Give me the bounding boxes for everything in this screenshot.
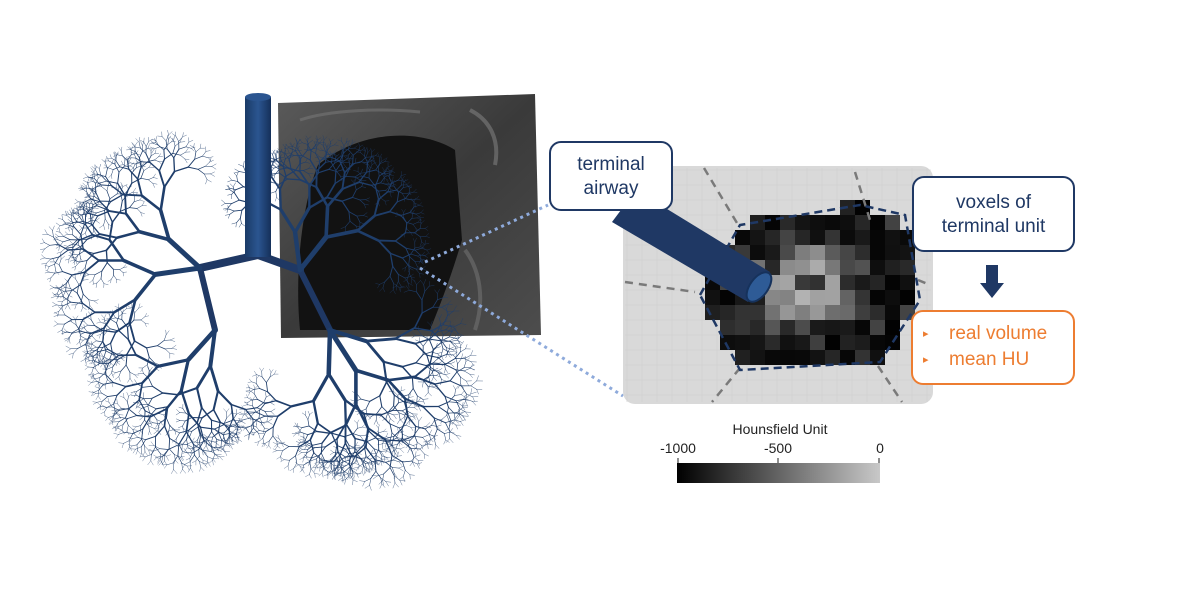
colorbar-tick-label: -500: [763, 440, 793, 456]
voxel-panel: [612, 166, 933, 404]
voxels-callout: voxels of terminal unit: [912, 176, 1075, 252]
colorbar-tick-label: 0: [876, 440, 884, 456]
terminal-unit-boundary: [698, 203, 922, 372]
result-item-mean-hu: ▸ mean HU: [923, 347, 1073, 373]
result-label: mean HU: [949, 349, 1030, 370]
colorbar-title: Hounsfield Unit: [732, 421, 828, 437]
connector-line-top: [424, 203, 549, 264]
bullet-arrow-icon: ▸: [923, 328, 929, 340]
terminal-airway-label-line2: airway: [583, 178, 639, 199]
terminal-unit-voxels: [705, 200, 915, 365]
voxels-label-line2: terminal unit: [941, 216, 1046, 237]
bullet-arrow-icon: ▸: [923, 354, 929, 366]
colorbar-tick-marks: [677, 458, 880, 463]
result-label: real volume: [949, 323, 1048, 344]
terminal-airway-label-line1: terminal: [577, 154, 645, 175]
terminal-airway-callout: terminal airway: [549, 141, 673, 211]
result-item-real-volume: ▸ real volume: [923, 321, 1073, 347]
voronoi-boundaries: [624, 167, 931, 403]
terminal-airway-tube: [612, 190, 773, 303]
result-box: ▸ real volume ▸ mean HU: [911, 310, 1075, 385]
connector-line-bottom: [419, 266, 624, 398]
voxels-label-line1: voxels of: [956, 192, 1031, 213]
colorbar: [677, 463, 880, 483]
colorbar-tick-label: -1000: [660, 440, 696, 456]
trachea: [245, 93, 271, 257]
down-arrow-icon: [980, 265, 1004, 298]
airway-tree: [40, 130, 483, 491]
